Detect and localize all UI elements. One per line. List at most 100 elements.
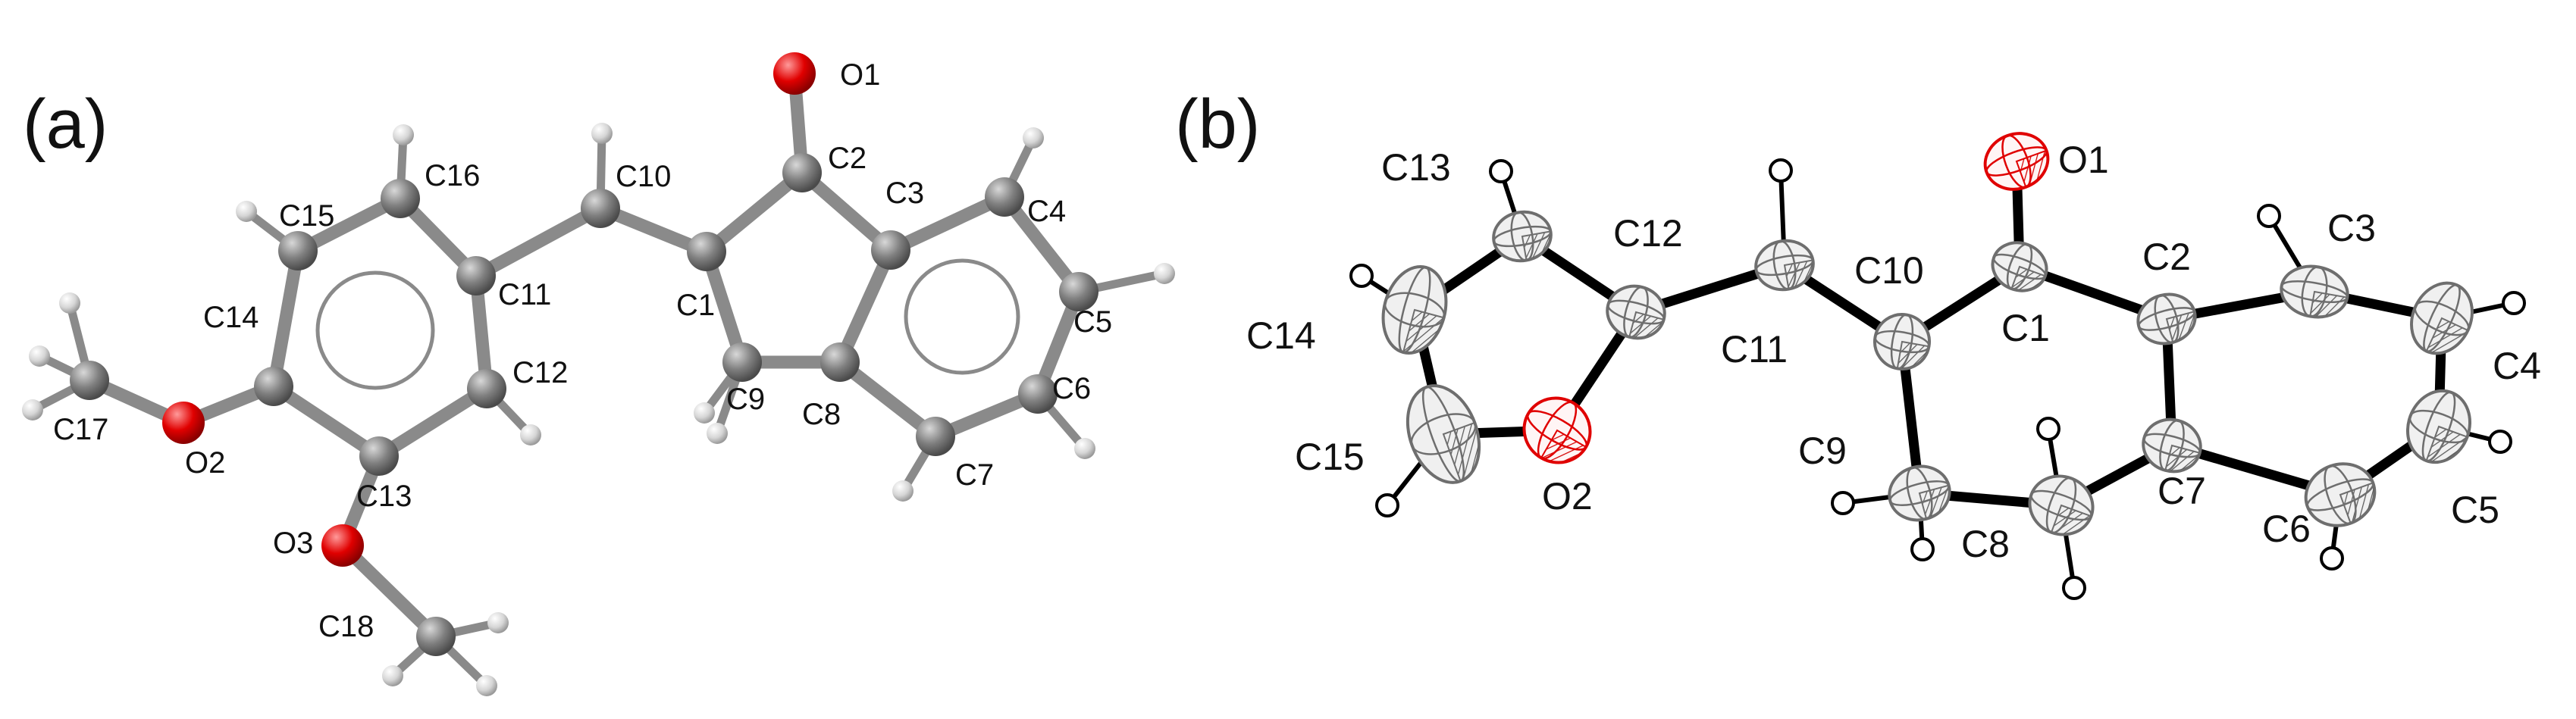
atom-h4-hydrogen [1023,127,1044,148]
atom-c10 [581,189,620,228]
atom-label-c2: C2 [828,142,867,175]
bond-O3-C18 [336,539,443,643]
atom-label-c14: C14 [1246,314,1316,357]
bond-C10-C11 [469,202,607,283]
atom-h7-hydrogen [892,480,914,502]
atom-label-c3: C3 [2327,207,2376,249]
atom-c17 [70,361,109,400]
atom-label-o2: O2 [1542,475,1593,517]
atom-label-o2: O2 [185,446,225,480]
atom-c8-ellipsoid [2028,474,2095,536]
atom-c10-ellipsoid [1873,313,1931,370]
atom-label-c2: C2 [2142,236,2191,278]
atom-label-c10: C10 [1854,249,1924,292]
atom-h18a-hydrogen [487,612,509,633]
atom-label-c14: C14 [203,301,259,334]
atom-h3-hydrogen [2257,204,2281,228]
atom-h9b-hydrogen [707,423,728,444]
panel-a-ball-and-stick-model: O1C2C3C4C5C6C7C8C9C1C10C11C12C13C14C15C1… [22,52,1175,696]
atom-label-c6: C6 [1052,372,1091,405]
bond-C2-C1 [700,166,809,258]
atom-label-c11: C11 [498,278,551,311]
atom-label-o3: O3 [273,527,313,560]
atom-label-c17: C17 [53,413,108,446]
atom-label-c7: C7 [2158,470,2206,512]
atom-h16-hydrogen [393,124,414,145]
atom-label-c1: C1 [676,289,715,322]
atom-label-c13: C13 [356,480,412,513]
atom-c15-ellipsoid [1406,384,1481,484]
atom-c7 [916,417,955,456]
atom-h9a-hydrogen [694,402,715,424]
atom-label-c12: C12 [1613,212,1683,255]
atom-label-c8: C8 [1961,523,2010,565]
atom-label-c15: C15 [1295,436,1365,478]
atom-label-c3: C3 [885,177,924,210]
atom-label-c8: C8 [802,398,841,431]
atom-h5-hydrogen [1154,263,1175,284]
atom-c13-ellipsoid [1492,210,1553,263]
atom-c9-ellipsoid [1888,464,1951,522]
atom-h5-hydrogen [2488,430,2512,454]
bond-C14-C13 [267,380,386,463]
bond-C8-C3 [833,243,898,369]
atom-label-c16: C16 [425,159,480,192]
atom-c18 [416,617,456,656]
atom-h15-hydrogen [236,201,257,222]
atom-c6 [1018,374,1058,414]
atom-label-c6: C6 [2262,508,2311,550]
atom-h8b-hydrogen [2062,576,2086,600]
bond-C4-C5 [998,190,1086,299]
atom-c3 [871,230,910,270]
atom-c6-ellipsoid [2304,462,2377,527]
bond-C7-C8 [833,355,942,443]
atom-label-c4: C4 [2493,345,2541,387]
atom-h15-hydrogen [1375,493,1399,517]
atom-label-c4: C4 [1027,195,1066,228]
atom-o1 [773,52,816,95]
atom-c7-ellipsoid [2142,417,2202,474]
atom-c1 [687,232,726,271]
atom-c16 [381,179,420,218]
atom-label-c15: C15 [279,199,334,233]
atom-c11-ellipsoid [1754,239,1815,292]
atom-c11 [456,256,496,295]
atom-c14 [254,367,293,406]
atom-c5 [1059,272,1098,311]
atom-h17a-hydrogen [59,292,80,314]
atom-h17b-hydrogen [22,399,43,420]
atom-c4 [985,177,1024,217]
atom-h18c-hydrogen [476,675,497,696]
atom-h14-hydrogen [1349,264,1374,288]
atom-h4-hydrogen [2502,291,2526,315]
benzene-ring-indanone-aromatic-circle [904,258,1020,375]
bond-C13-C12 [372,382,494,463]
benzene-ring-dimethoxy-aromatic-circle [315,270,435,390]
atom-c3-ellipsoid [2280,264,2349,319]
atom-label-c11: C11 [1721,328,1788,370]
atom-h18b-hydrogen [382,665,403,686]
bond-C3-C4 [884,190,1011,257]
atom-label-c10: C10 [616,160,671,193]
atom-c12 [467,369,506,408]
atom-h13-hydrogen [1489,159,1513,183]
atom-o2 [162,402,205,444]
atom-c13 [359,436,399,476]
atom-o2-ellipsoid [1522,396,1592,464]
atom-c12-ellipsoid [1606,284,1666,340]
panel-b-label: (b) [1175,86,1260,163]
atom-h9b-hydrogen [1910,537,1935,561]
atom-h12-hydrogen [520,424,541,445]
atom-label-c9: C9 [726,383,765,416]
atom-h6-hydrogen [1074,438,1095,459]
panel-a-label: (a) [23,86,108,163]
atom-label-c7: C7 [955,458,994,492]
atom-h17c-hydrogen [29,345,50,367]
atom-c5-ellipsoid [2405,389,2472,464]
atom-c2 [782,153,822,192]
atom-label-c5: C5 [1073,305,1112,339]
atom-c15 [278,231,318,270]
atom-c2-ellipsoid [2136,292,2197,345]
